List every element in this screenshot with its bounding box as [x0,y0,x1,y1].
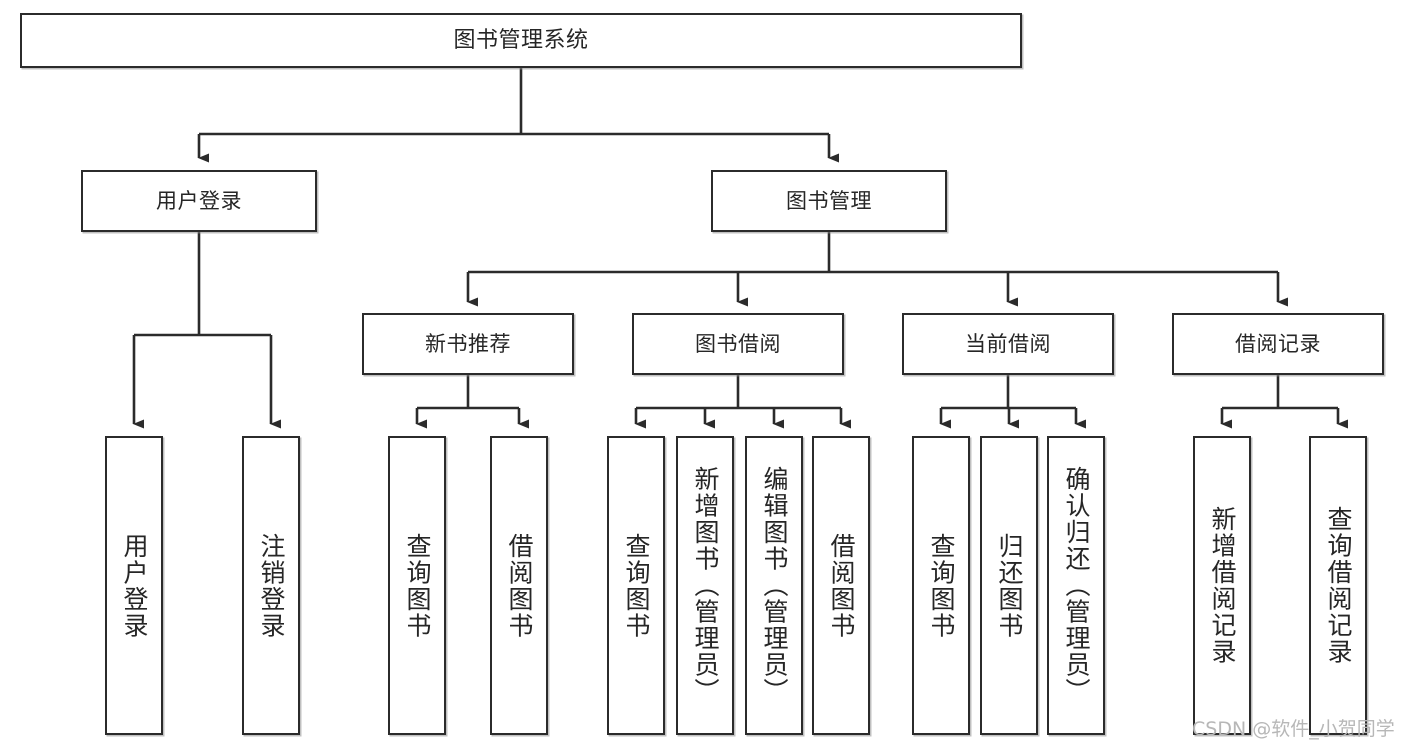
node-leaf-add-book[interactable]: 新增图书（管理员） [676,436,734,735]
node-book-borrow-label: 图书借阅 [695,331,781,356]
node-leaf-borrow-book-1-label: 借阅图书 [505,532,534,639]
node-leaf-logout-login-label: 注销登录 [257,532,286,639]
node-current-borrow[interactable]: 当前借阅 [902,313,1114,375]
node-leaf-add-record-label: 新增借阅记录 [1208,506,1237,665]
node-leaf-query-book-1-label: 查询图书 [403,532,432,639]
node-leaf-user-login-label: 用户登录 [120,532,149,639]
node-new-book-rec[interactable]: 新书推荐 [362,313,574,375]
node-borrow-record-label: 借阅记录 [1235,331,1321,356]
node-leaf-logout-login[interactable]: 注销登录 [242,436,300,735]
node-current-borrow-label: 当前借阅 [965,331,1051,356]
node-leaf-edit-book-label: 编辑图书（管理员） [760,466,789,705]
node-leaf-query-book-2-label: 查询图书 [622,532,651,639]
node-leaf-confirm-return-label: 确认归还（管理员） [1062,466,1091,705]
node-leaf-query-record[interactable]: 查询借阅记录 [1309,436,1367,735]
node-leaf-confirm-return[interactable]: 确认归还（管理员） [1047,436,1105,735]
node-leaf-add-record[interactable]: 新增借阅记录 [1193,436,1251,735]
node-leaf-user-login[interactable]: 用户登录 [105,436,163,735]
node-leaf-return-book-label: 归还图书 [995,532,1024,639]
node-borrow-record[interactable]: 借阅记录 [1172,313,1384,375]
node-new-book-rec-label: 新书推荐 [425,331,511,356]
node-leaf-query-book-3-label: 查询图书 [927,532,956,639]
node-root[interactable]: 图书管理系统 [20,13,1022,68]
node-user-login[interactable]: 用户登录 [81,170,317,232]
node-root-label: 图书管理系统 [453,27,589,53]
node-book-manage[interactable]: 图书管理 [711,170,947,232]
node-leaf-return-book[interactable]: 归还图书 [980,436,1038,735]
node-leaf-borrow-book-2-label: 借阅图书 [827,532,856,639]
node-leaf-query-book-2[interactable]: 查询图书 [607,436,665,735]
node-leaf-query-book-1[interactable]: 查询图书 [388,436,446,735]
node-leaf-borrow-book-2[interactable]: 借阅图书 [812,436,870,735]
node-leaf-add-book-label: 新增图书（管理员） [691,466,720,705]
node-user-login-label: 用户登录 [156,188,242,213]
node-leaf-edit-book[interactable]: 编辑图书（管理员） [745,436,803,735]
node-leaf-query-record-label: 查询借阅记录 [1324,506,1353,665]
node-book-borrow[interactable]: 图书借阅 [632,313,844,375]
csdn-watermark: CSDN @软件_小贺同学 [1192,718,1395,740]
node-book-manage-label: 图书管理 [786,188,872,213]
node-leaf-borrow-book-1[interactable]: 借阅图书 [490,436,548,735]
node-leaf-query-book-3[interactable]: 查询图书 [912,436,970,735]
